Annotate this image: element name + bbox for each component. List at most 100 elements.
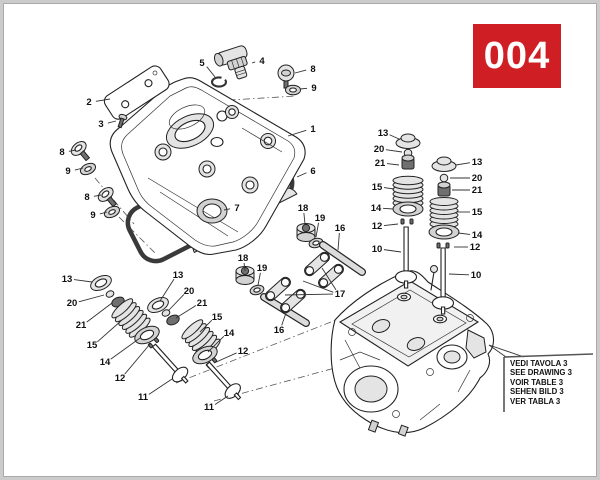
callout-9: 9 [311, 83, 316, 94]
callout-15: 15 [87, 340, 98, 351]
callout-leader-16 [282, 313, 286, 325]
callout-leader-8 [295, 70, 306, 73]
part-bolt-8a [69, 139, 95, 165]
callout-15: 15 [472, 207, 483, 218]
part-oring-7 [197, 199, 227, 223]
callout-leader-14 [111, 338, 140, 359]
callout-15: 15 [212, 312, 223, 323]
callout-21: 21 [375, 158, 386, 169]
callout-8: 8 [59, 147, 64, 158]
callout-13: 13 [173, 270, 184, 281]
valve-assembly-lower-right [145, 294, 246, 404]
callout-leader-18 [304, 213, 305, 224]
callout-leader-12 [384, 224, 398, 226]
callout-leader-8 [69, 150, 76, 151]
callout-leader-17 [285, 294, 333, 295]
callout-13: 13 [472, 157, 483, 168]
callout-leader-20 [386, 150, 402, 152]
cover-bolt-bosses [155, 106, 276, 194]
callout-7: 7 [234, 203, 239, 214]
callout-16: 16 [274, 325, 285, 336]
note-line: SEE DRAWING 3 [510, 368, 572, 378]
callout-leader-8 [94, 195, 101, 196]
callout-leader-12 [125, 344, 150, 374]
part-nut-18b [236, 267, 254, 285]
callout-leader-10 [449, 274, 469, 275]
note-line: SEHEN BILD 3 [510, 387, 564, 397]
callout-12: 12 [115, 373, 126, 384]
callout-4: 4 [259, 56, 265, 67]
valve-spring-15b [430, 198, 458, 229]
callout-21: 21 [76, 320, 87, 331]
callout-leader-17 [322, 268, 336, 290]
callout-20: 20 [374, 144, 385, 155]
callout-leader-9 [100, 212, 107, 214]
callout-20: 20 [184, 286, 195, 297]
rocker-hardware [236, 224, 362, 324]
callout-3: 3 [98, 119, 103, 130]
callout-11: 11 [138, 392, 149, 403]
callout-18: 18 [238, 253, 249, 264]
callout-9: 9 [90, 210, 95, 221]
part-washer-9a [79, 161, 98, 177]
callout-leader-17 [303, 281, 333, 292]
callout-leader-13 [160, 279, 174, 301]
callout-leader-4 [252, 62, 255, 63]
callout-14: 14 [224, 328, 235, 339]
note-line: VER TABLA 3 [510, 396, 561, 406]
callout-15: 15 [372, 182, 383, 193]
callout-leader-21 [387, 164, 399, 165]
callout-13: 13 [378, 128, 389, 139]
callout-13: 13 [62, 274, 73, 285]
callout-16: 16 [335, 223, 346, 234]
see-drawing-note: VEDI TAVOLA 3 SEE DRAWING 3 VOIR TABLE 3… [510, 359, 596, 406]
callout-20: 20 [67, 298, 78, 309]
callout-leader-6 [297, 173, 306, 177]
valve-assembly-lower-left [88, 272, 193, 388]
callout-18: 18 [298, 203, 309, 214]
callout-20: 20 [472, 173, 483, 184]
callout-leader-16 [338, 233, 339, 250]
part-washer-9b [103, 204, 122, 220]
callout-leader-7 [224, 209, 230, 210]
table-number-badge: 004 [473, 24, 561, 88]
callout-leader-21 [87, 303, 112, 322]
valve-assembly-upper-left [393, 134, 423, 224]
callout-21: 21 [197, 298, 208, 309]
callout-leader-15 [384, 188, 394, 189]
callout-leader-19 [316, 223, 319, 237]
callout-leader-13 [456, 163, 470, 165]
callout-2: 2 [86, 97, 91, 108]
callout-leader-19 [258, 273, 260, 285]
callout-14: 14 [371, 203, 382, 214]
part-nut-18a [297, 224, 315, 242]
callout-leader-13 [74, 280, 92, 282]
callout-leader-15 [200, 320, 212, 332]
callout-leader-20 [168, 294, 184, 311]
callout-8: 8 [84, 192, 89, 203]
part-bolt-8c [278, 65, 294, 88]
callout-19: 19 [257, 263, 268, 274]
note-callout-pointer [489, 345, 593, 412]
part-valve-cover [110, 78, 305, 255]
callout-leader-10 [384, 250, 401, 252]
callout-leader-15 [97, 320, 122, 342]
callout-leader-18 [244, 263, 245, 271]
part-fitting-4 [213, 45, 254, 85]
callout-12: 12 [372, 221, 383, 232]
callout-leader-11 [149, 379, 172, 394]
part-valve-10b [433, 248, 454, 314]
callout-5: 5 [199, 58, 205, 69]
callout-leader-14 [383, 208, 393, 209]
part-engine-block [331, 266, 493, 437]
callout-leader-3 [108, 121, 116, 123]
callout-12: 12 [238, 346, 249, 357]
callout-10: 10 [471, 270, 482, 281]
note-line: VOIR TABLE 3 [510, 377, 564, 387]
callout-leader-5 [207, 67, 215, 77]
exploded-diagram: 1234567898989101011111212121213131313141… [59, 3, 597, 477]
part-washer-9c [286, 85, 301, 95]
callout-12: 12 [470, 242, 481, 253]
part-oring-5 [212, 77, 226, 86]
